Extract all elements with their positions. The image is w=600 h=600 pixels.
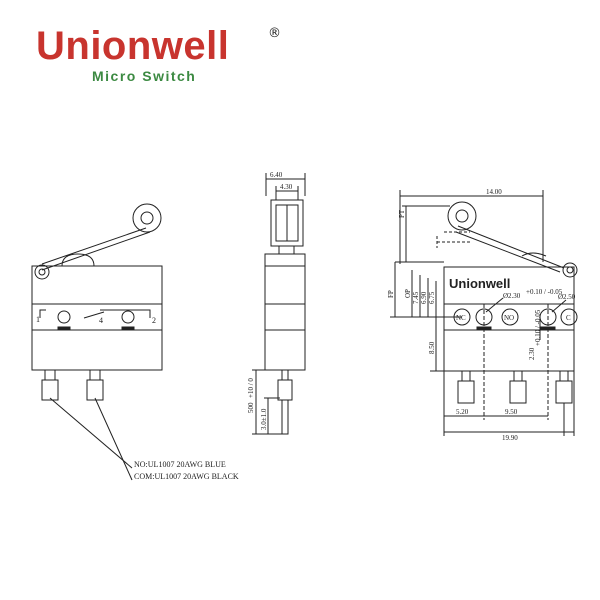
dim-strip: 3.0±1.0 [260,408,268,430]
front-lever-top [41,227,147,265]
dim-9-50: 9.50 [505,408,518,416]
side-view [252,173,306,435]
dim-hole-1: Ø2.30 [503,292,521,300]
dim-5-20: 5.20 [456,408,469,416]
schematic-contact [83,309,151,319]
front-pivot [34,264,50,280]
brand-tagline: Micro Switch [92,68,197,84]
right-term-2 [509,380,527,404]
right-plunger [521,252,547,257]
front-term-neck-left [44,369,56,381]
right-term-3 [555,380,573,404]
front-hole-mark-right [121,326,135,331]
side-neck [278,245,295,255]
dim-op: OP [404,289,412,298]
dim-7-45: 7.45 [412,291,420,304]
dim-hole-spacing: 2.30 [528,347,536,360]
front-body [31,265,163,371]
front-hole-mark-left [57,326,71,331]
front-view [31,203,163,481]
term-label-nc: NC [456,314,466,322]
wire-note-com: COM:UL1007 20AWG BLACK [134,472,239,481]
brand-logo: Unionwell ® Micro Switch [36,24,286,88]
front-hole-left [57,310,71,324]
dim-hole-spacing-tol: +0.10 / -0.05 [534,309,542,346]
wire-note-no: NO:UL1007 20AWG BLUE [134,460,226,469]
side-term-neck [281,369,289,381]
leader-no [49,397,133,469]
front-term-neck-right [89,369,101,381]
front-roller [132,203,162,233]
right-pivot [562,262,578,278]
terminal-label-4: 4 [99,316,103,325]
right-lever-travel [436,231,470,248]
front-roller-axle [140,211,154,225]
leader-com [94,397,133,481]
terminal-label-2: 2 [152,316,156,325]
schematic-left [39,309,46,318]
dim-19-90: 19.90 [502,434,518,442]
front-lever-bottom [41,231,151,271]
front-term-left [41,379,59,401]
dim-6-75: 6.75 [428,291,436,304]
front-term-right [86,379,104,401]
terminal-label-1: 1 [36,315,40,324]
term-label-c: C [566,314,571,322]
brand-name: Unionwell [36,24,230,68]
term-label-no: NO [504,314,514,322]
right-term-c [560,308,578,326]
right-term-no [501,308,519,326]
dim-6-90: 6.90 [420,291,428,304]
right-lever-top [457,225,565,269]
dim-hole-2: Ø2.50 [558,293,576,301]
dim-8-50: 8.50 [428,341,436,354]
dim-4-30: 4.30 [280,183,293,191]
right-view [390,190,578,436]
right-roller-axle [455,209,469,223]
registered-mark: ® [268,26,281,41]
front-hole-right [121,310,135,324]
dim-14-00: 14.00 [486,188,502,196]
right-term-1 [457,380,475,404]
right-roller [447,201,477,231]
dim-500-tol: +10 / 0 [247,378,255,398]
dim-fp: FP [387,290,395,298]
front-pivot-inner [38,268,46,276]
right-body [443,266,575,372]
dim-500: 500 [247,402,255,413]
right-view-label: Unionwell [449,276,510,291]
right-lever-bottom [455,231,561,273]
side-wire [281,399,289,435]
right-pivot-inner [566,266,574,274]
dim-6-40: 6.40 [270,171,283,179]
dim-pt: PT [398,209,406,218]
side-body [264,253,306,371]
front-plunger [61,253,95,267]
side-term [277,379,293,401]
dim-hole-1-tol: +0.10 / -0.05 [526,288,563,296]
